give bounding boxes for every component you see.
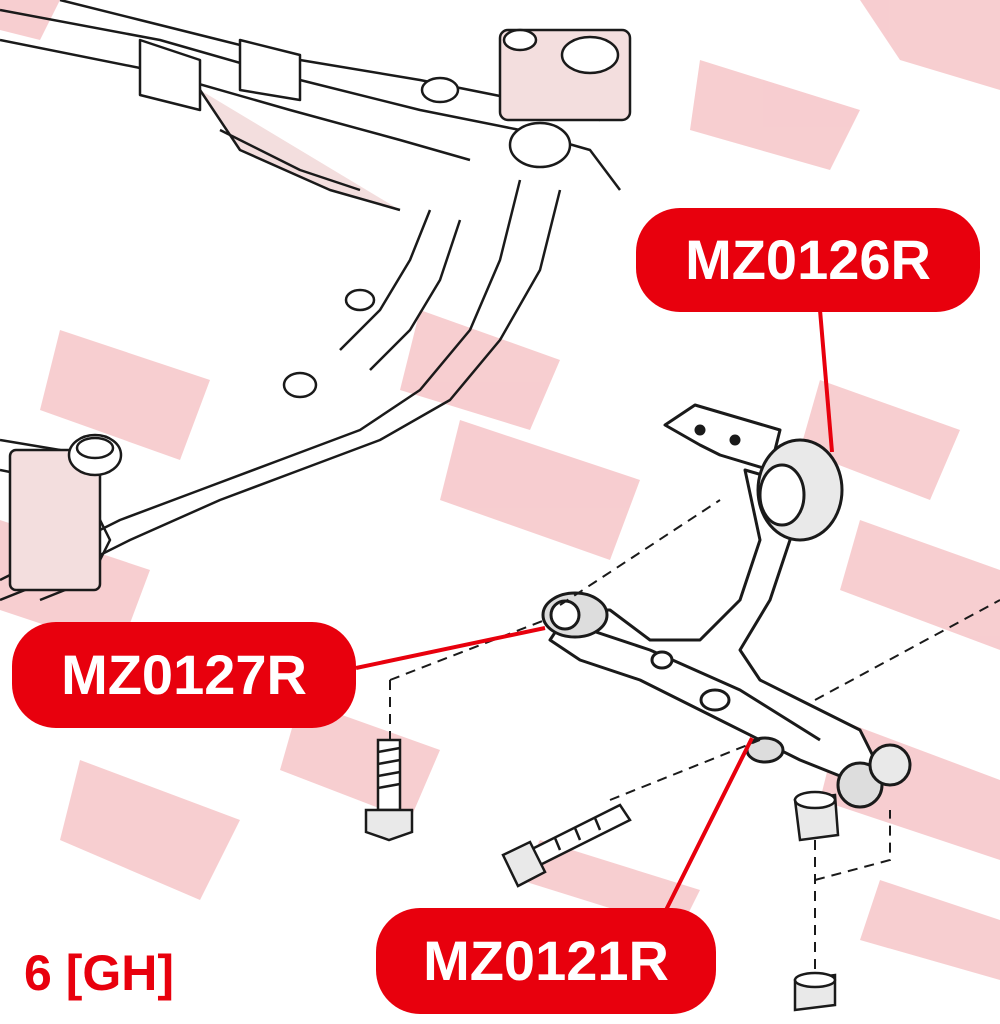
part-number-label: MZ0126R [685, 228, 931, 291]
leader-line-mz0126r [818, 309, 834, 453]
lower-control-arm [541, 403, 912, 809]
figure-code: 6 [GH] [24, 945, 174, 1001]
leader-lines [355, 309, 834, 913]
vertical-bolt-head [364, 808, 414, 842]
callout-front-bushing: MZ0127R [12, 622, 356, 728]
callout-rear-bushing: MZ0121R [376, 908, 716, 1014]
part-number-label: MZ0121R [423, 929, 669, 992]
subframe [0, 0, 632, 602]
watermark-logo [0, 0, 1000, 980]
leader-line-mz0127r [355, 626, 546, 670]
assembly-dashed-lines [389, 499, 1000, 970]
angled-bolt-head [501, 840, 547, 888]
hardware-bolts [364, 738, 840, 1012]
leader-line-mz0121r [663, 737, 754, 913]
part-number-label: MZ0127R [61, 643, 307, 706]
callout-upper-bushing: MZ0126R [636, 208, 980, 312]
